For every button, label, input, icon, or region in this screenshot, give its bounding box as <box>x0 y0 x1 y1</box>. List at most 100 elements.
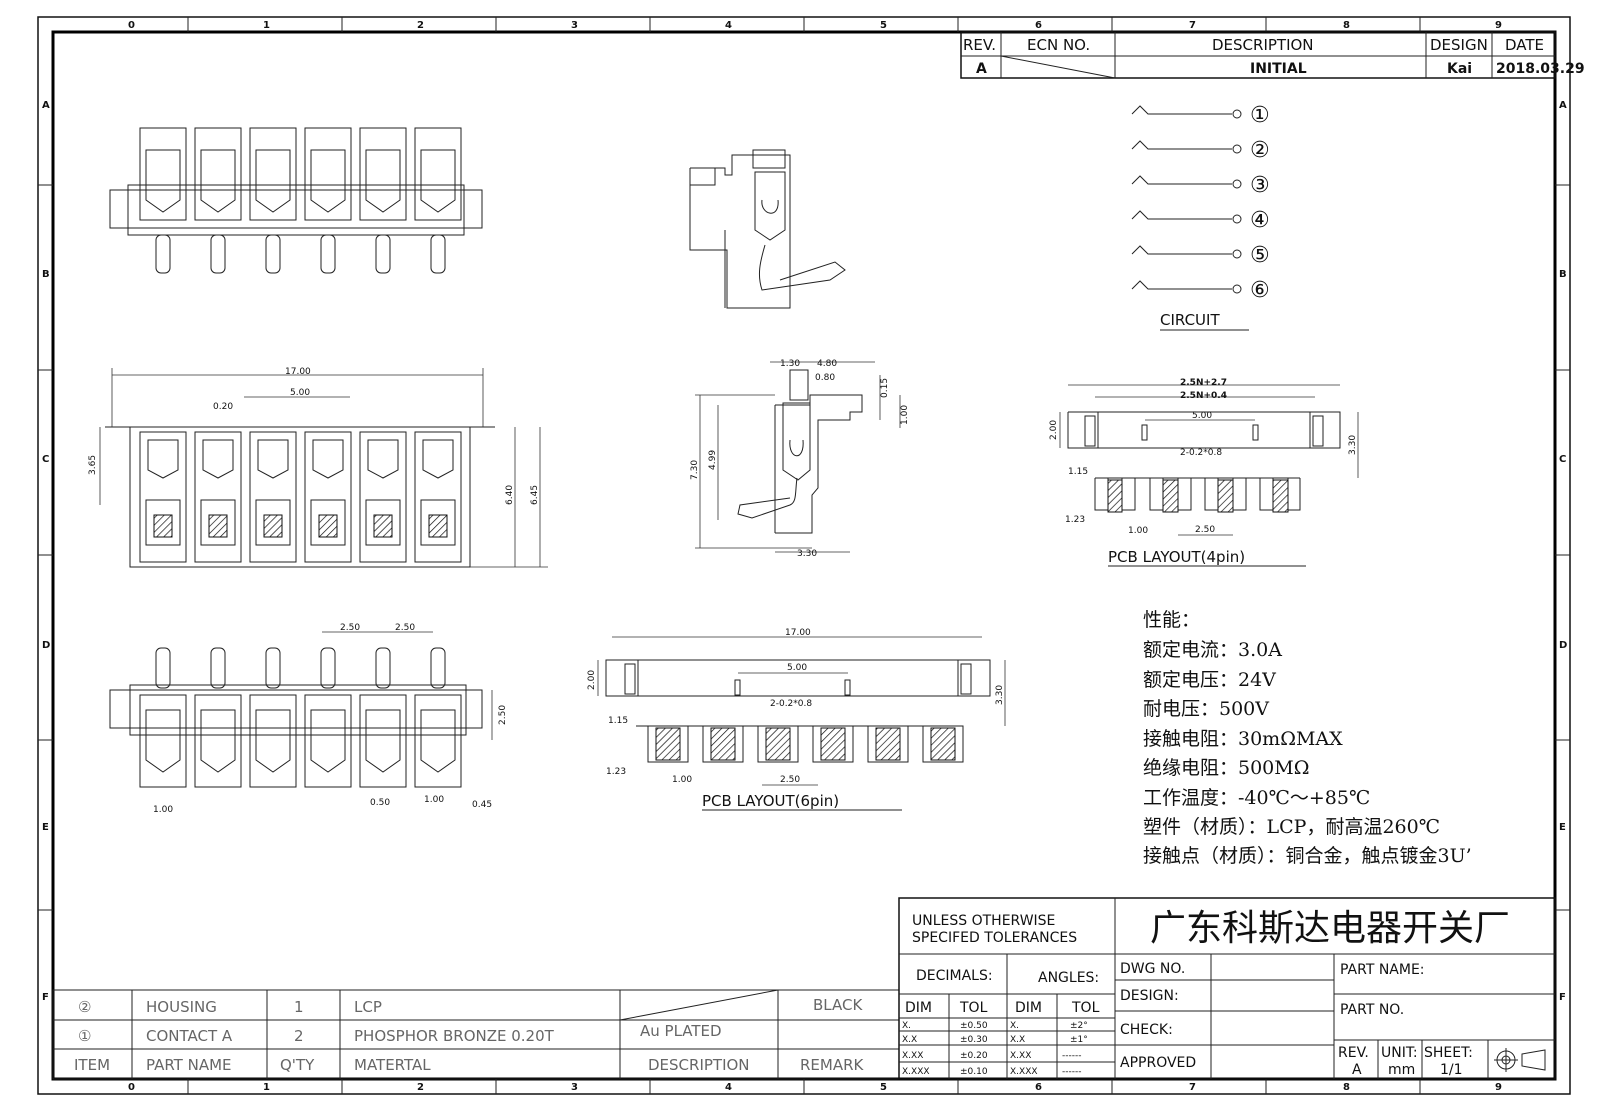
zone-col-label: 7 <box>1189 20 1196 31</box>
bottom-view: 2.50 2.50 2.50 1.00 0.50 1.00 0.45 <box>109 623 508 815</box>
pin-number: ⑤ <box>1250 243 1270 268</box>
contact-slot <box>414 694 462 788</box>
switch-contact-icon <box>1131 245 1232 255</box>
unit-value: mm <box>1388 1062 1415 1078</box>
bom-header-material: MATERTAL <box>354 1056 431 1074</box>
contact-pad <box>318 514 338 538</box>
zone-row-label: D <box>1559 640 1567 651</box>
contact-spring <box>310 709 346 773</box>
contact-cell <box>414 647 462 788</box>
dim-header: DIM <box>905 1000 932 1016</box>
tol-value: ±0.20 <box>960 1051 988 1061</box>
contact-spring <box>312 439 344 479</box>
dim-6pin-offset: 1.15 <box>608 716 628 726</box>
zone-col-label: 5 <box>880 1082 887 1093</box>
contact-slot <box>359 694 407 788</box>
revision-table: REV. ECN NO. DESCRIPTION DESIGN DATE A I… <box>960 31 1585 79</box>
dim-4pin-edge: 1.23 <box>1065 515 1085 525</box>
spec-line: 耐电压：500V <box>1143 698 1269 720</box>
bom-item: ① <box>78 1027 91 1045</box>
contact-cell <box>359 431 407 563</box>
switch-contact-icon <box>1131 280 1232 290</box>
front-view: 17.00 5.00 0.20 3.65 6.40 6.45 <box>88 367 548 568</box>
terminal-icon <box>1232 179 1242 189</box>
zone-col-label: 3 <box>571 20 578 31</box>
contact-slot <box>139 694 187 788</box>
contact-slot <box>139 127 187 221</box>
contact-tail <box>265 647 281 689</box>
contact-cell <box>304 431 352 563</box>
design-value: Kai <box>1447 61 1472 77</box>
pcb-slot <box>867 725 909 763</box>
description-header: DESCRIPTION <box>1212 36 1314 54</box>
tol-value: ±1° <box>1070 1035 1088 1045</box>
dwg-no-label: DWG NO. <box>1120 961 1185 977</box>
dim-bottom-width-b: 1.00 <box>424 795 444 805</box>
rev-label: REV. <box>1338 1045 1369 1061</box>
contact-spring <box>147 439 179 479</box>
dim-pitch: 5.00 <box>290 388 310 398</box>
side-view-profile <box>689 149 846 309</box>
title-block: UNLESS OTHERWISE SPECIFED TOLERANCES 广东科… <box>898 897 1556 1080</box>
dim-6pin-holes: 5.00 <box>787 663 807 673</box>
contact-spring <box>420 149 456 213</box>
spec-list: 性能： 额定电流：3.0A 额定电压：24V 耐电压：500V 接触电阻：30m… <box>1143 609 1472 867</box>
contact-slot <box>414 431 462 563</box>
pcb-slot <box>922 725 964 763</box>
pcb-slot <box>702 725 744 763</box>
dim-4pin-right-h: 3.30 <box>1348 435 1358 455</box>
tol-dim: X.XXX <box>1010 1067 1038 1077</box>
dim-6pin-overall: 17.00 <box>785 628 811 638</box>
contact-slot <box>139 431 187 563</box>
circuit-switch-row: ⑥ <box>1131 278 1270 303</box>
spec-line: 工作温度：-40℃～+85℃ <box>1143 787 1370 809</box>
contact-cell <box>194 431 242 563</box>
dim-left-height: 3.65 <box>88 455 98 475</box>
contact-cell <box>359 127 407 274</box>
tol-value: ------ <box>1062 1067 1082 1077</box>
contact-slot <box>304 431 352 563</box>
design-header: DESIGN <box>1430 36 1488 54</box>
dim-side-bottom: 3.30 <box>797 549 817 559</box>
zone-row-label: E <box>42 822 49 833</box>
bom-part: HOUSING <box>146 998 217 1016</box>
circuit-title: CIRCUIT <box>1160 311 1220 329</box>
pcb-slot-outline <box>757 725 799 763</box>
tol-dim: X.X <box>902 1035 917 1045</box>
pcb-layout-6pin: 17.00 5.00 2-0.2*0.8 2.00 3.30 1.15 1.23… <box>587 628 1006 811</box>
pcb4-title: PCB LAYOUT(4pin) <box>1108 548 1245 566</box>
dim-header: DIM <box>1015 1000 1042 1016</box>
bom-material: LCP <box>354 998 382 1016</box>
zone-col-label: 3 <box>571 1082 578 1093</box>
spec-line: 塑件（材质）：LCP，耐高温260℃ <box>1143 816 1440 838</box>
contact-tail <box>265 234 281 274</box>
zone-col-label: 6 <box>1035 20 1042 31</box>
pcb-slot-outline <box>702 725 744 763</box>
tol-header: TOL <box>959 1000 988 1016</box>
contact-cell <box>249 647 297 788</box>
sheet-label: SHEET: <box>1424 1045 1473 1061</box>
contact-cell <box>414 127 462 274</box>
bom-qty: 1 <box>294 998 304 1016</box>
pin-number: ① <box>1250 103 1270 128</box>
ecn-header: ECN NO. <box>1027 36 1090 54</box>
company-name: 广东科斯达电器开关厂 <box>1150 908 1510 949</box>
dim-4pin-hole-note: 2-0.2*0.8 <box>1180 448 1222 458</box>
bom-header-part: PART NAME <box>146 1056 232 1074</box>
pcb-pad <box>655 727 681 761</box>
tol-value: ±0.10 <box>960 1067 988 1077</box>
contact-spring <box>255 709 291 773</box>
contact-tail <box>375 234 391 274</box>
zone-col-label: 8 <box>1343 20 1350 31</box>
spec-heading: 性能： <box>1143 609 1200 631</box>
tol-dim: X.XX <box>902 1051 923 1061</box>
contact-cell <box>304 647 352 788</box>
dim-4pin-holes: 5.00 <box>1192 411 1212 421</box>
contact-slot <box>414 127 462 221</box>
dim-side-top-a: 1.30 <box>780 359 800 369</box>
dim-bottom-pitch-a: 2.50 <box>340 623 360 633</box>
dim-6pin-pitch: 2.50 <box>780 775 800 785</box>
spec-line: 绝缘电阻：500MΩ <box>1143 757 1309 779</box>
pcb-pad <box>875 727 901 761</box>
zone-col-label: 0 <box>128 1082 135 1093</box>
